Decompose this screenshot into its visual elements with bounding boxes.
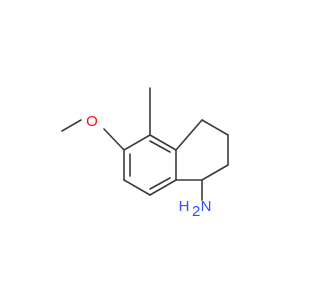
bond-methoxy-methyl [61, 119, 82, 132]
amine-group-label: H 2 N [179, 198, 212, 220]
oxygen-atom-label: O [86, 113, 98, 130]
bond-c4a-c5 [149, 134, 177, 151]
bond-c4-c3 [201, 119, 229, 136]
double-bond-c8-c8a [149, 177, 171, 190]
bond-c8-c8a [149, 179, 177, 196]
aromatic-ring [123, 134, 177, 196]
bond-c2-c1 [201, 164, 229, 181]
amine-nitrogen-label: N [201, 198, 212, 215]
bond-c7-c8 [123, 179, 151, 196]
bond-c5-c6 [123, 134, 151, 151]
bond-c4a-c4 [175, 119, 203, 151]
molecule-structure-diagram: O H 2 N [61, 87, 229, 220]
saturated-ring [175, 119, 229, 181]
double-bond-c5-c4a [149, 140, 171, 153]
bond-methoxy-aryl [103, 128, 125, 151]
amine-hydrogen-count: 2 [192, 203, 200, 220]
amine-hydrogen-label: H [179, 198, 190, 215]
